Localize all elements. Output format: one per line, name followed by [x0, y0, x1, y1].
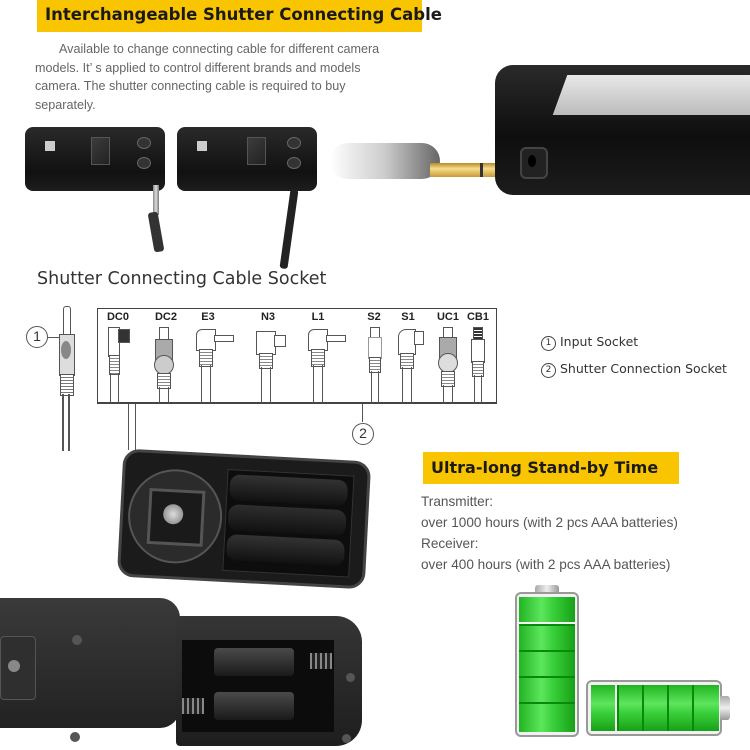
- intro-line-2: models. It’ s applied to control differe…: [35, 60, 361, 75]
- transmitter-image-1: [25, 127, 165, 253]
- battery-full-vertical-icon: [515, 585, 579, 737]
- receiver-closeup-image: [330, 65, 750, 205]
- connector-cb1-icon: [470, 327, 486, 403]
- connector-label-s2: S2: [367, 311, 381, 323]
- standby-details: Transmitter: over 1000 hours (with 2 pcs…: [421, 491, 678, 575]
- legend-num-2: 2: [541, 363, 556, 378]
- connector-l1-icon: [308, 327, 352, 403]
- marker-line-2: [362, 404, 363, 422]
- connector-uc1-icon: [438, 327, 458, 403]
- legend-label-2: Shutter Connection Socket: [560, 361, 727, 376]
- legend-shutter-socket: 2 Shutter Connection Socket: [541, 361, 727, 378]
- box-cable: [128, 404, 136, 450]
- timer-remote-battery-image: [0, 598, 365, 748]
- receiver-battery-compartment-image: [116, 448, 373, 592]
- connector-label-n3: N3: [260, 311, 276, 323]
- standby-receiver-label: Receiver:: [421, 536, 479, 551]
- section-title-socket: Shutter Connecting Cable Socket: [37, 269, 327, 289]
- legend-num-1: 1: [541, 336, 556, 351]
- marker-shutter-socket: 2: [352, 423, 374, 445]
- connector-dc2-icon: [153, 327, 175, 403]
- standby-receiver-value: over 400 hours (with 2 pcs AAA batteries…: [421, 557, 671, 572]
- connector-s1-icon: [398, 327, 426, 403]
- intro-line-1: Available to change connecting cable for…: [59, 42, 380, 56]
- connector-n3-icon: [256, 327, 292, 403]
- connector-e3-icon: [196, 327, 240, 403]
- section-title-shutter-cable: Interchangeable Shutter Connecting Cable: [37, 0, 442, 32]
- legend-label-1: Input Socket: [560, 334, 639, 349]
- input-plug-diagram: [56, 306, 76, 451]
- connector-label-e3: E3: [201, 311, 215, 323]
- intro-description: Available to change connecting cable for…: [35, 40, 455, 114]
- connector-label-s1: S1: [401, 311, 415, 323]
- transmitter-image-2: [177, 127, 317, 270]
- marker-line-1: [47, 337, 59, 338]
- connector-dc0-icon: [108, 327, 130, 403]
- marker-input-socket: 1: [26, 326, 48, 348]
- standby-transmitter-label: Transmitter:: [421, 494, 494, 509]
- intro-line-3: camera. The shutter connecting cable is …: [35, 79, 346, 93]
- connector-label-uc1: UC1: [436, 311, 459, 323]
- connector-label-dc2: DC2: [154, 311, 177, 323]
- connector-label-cb1: CB1: [466, 311, 489, 323]
- standby-transmitter-value: over 1000 hours (with 2 pcs AAA batterie…: [421, 515, 678, 530]
- connector-label-dc0: DC0: [106, 311, 129, 323]
- battery-full-horizontal-icon: [586, 680, 731, 736]
- connector-types-box: DC0 DC2 E3 N3 L1 S2 S1 UC1 CB1: [97, 308, 497, 404]
- connector-label-l1: L1: [311, 311, 325, 323]
- legend-input-socket: 1 Input Socket: [541, 334, 638, 351]
- connector-s2-icon: [368, 327, 382, 403]
- intro-line-4: separately.: [35, 97, 96, 112]
- section-title-standby: Ultra-long Stand-by Time: [423, 452, 679, 484]
